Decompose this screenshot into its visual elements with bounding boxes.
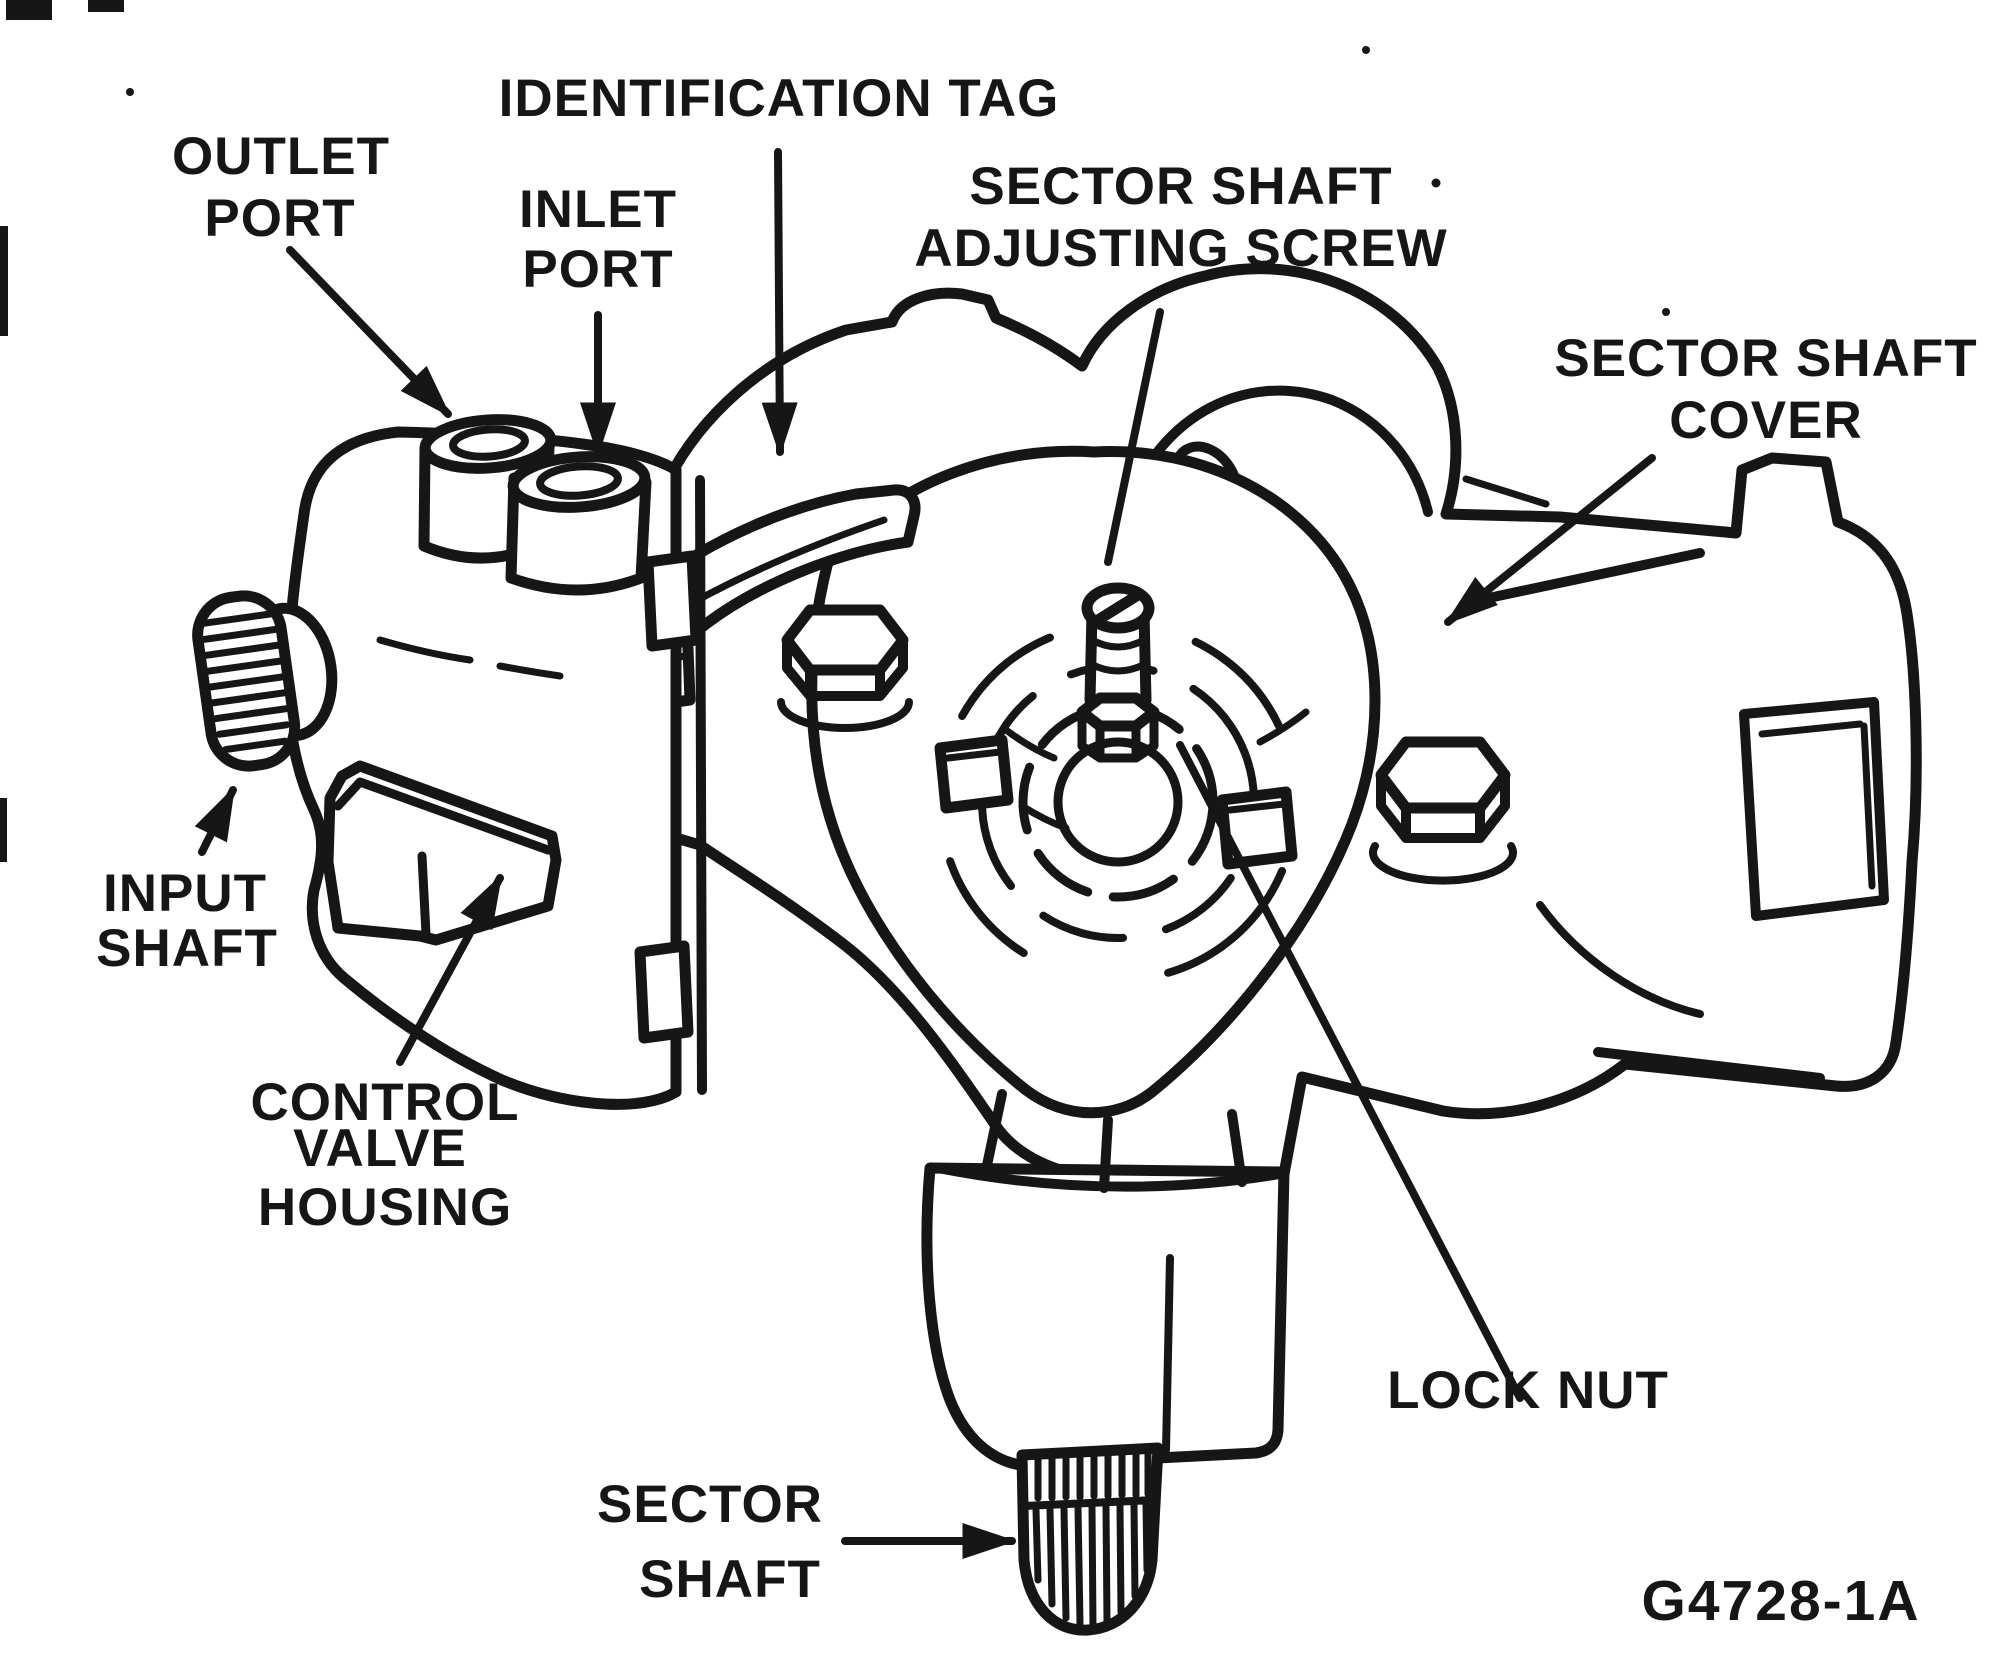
cover-shading-dashes [1002, 708, 1310, 832]
adjusting-screw-label-line2: ADJUSTING SCREW [914, 219, 1447, 278]
control-valve-housing-label-line1: CONTROL [250, 1073, 519, 1132]
inlet-port-label-line2: PORT [522, 240, 673, 299]
clamp-plate-fold-lines [333, 777, 553, 939]
tag-inner-line [690, 516, 888, 606]
neck-bottom-edge [933, 1163, 1285, 1192]
extension-recess-inner-lines [1758, 720, 1876, 890]
seam-bolt-upper [642, 550, 702, 652]
adjusting-screw-slot [1092, 589, 1144, 626]
extension-recess [1739, 697, 1889, 921]
adjusting-screw-threads [1087, 636, 1149, 675]
extension-chamfer-line [1465, 548, 1705, 607]
outlet-port-hole [449, 425, 529, 461]
sector-shaft-cover-label-line2: COVER [1669, 391, 1862, 450]
spline-hatch-upper [1034, 1447, 1152, 1502]
extension-relief-arc [1536, 901, 1704, 1018]
outlet-port-label-line2: PORT [204, 189, 355, 248]
outlet-port-label-line1: OUTLET [172, 127, 390, 186]
lock-nut-top-face [1076, 692, 1160, 732]
inlet-port-boss [505, 451, 652, 596]
identification-tag-arrow [761, 148, 798, 457]
control-valve-housing-arrow [396, 874, 504, 1066]
sector-shaft-splined-end [1016, 1442, 1164, 1636]
sector-shaft-cover-arrow [1444, 454, 1656, 626]
input-shaft-label-line1: INPUT [103, 864, 267, 923]
housing-shading-dashes [376, 636, 564, 680]
scan-artifacts [0, 0, 1670, 862]
inlet-port-hole [536, 462, 622, 500]
neck-facet-lines [981, 1089, 1247, 1193]
input-shaft-label-line2: SHAFT [96, 919, 278, 978]
cover-mid-arc [978, 662, 1258, 942]
lock-nut-sides [1077, 707, 1159, 763]
adjusting-screw-label-line1: SECTOR SHAFT [969, 157, 1392, 216]
sector-shaft-housing-cylinder [921, 1089, 1290, 1471]
cover-bolt-left-washer [777, 698, 913, 732]
housing-seam-line [695, 475, 707, 1095]
outlet-port-arrow [286, 246, 452, 418]
lock-nut-label: LOCK NUT [1387, 1361, 1669, 1420]
spline-hatch-lower [1032, 1500, 1151, 1630]
spline-band-line [1020, 1496, 1158, 1510]
inlet-port-label-line1: INLET [519, 180, 677, 239]
sector-shaft-cover-label-line1: SECTOR SHAFT [1554, 329, 1977, 388]
figure-code: G4728-1A [1642, 1569, 1921, 1633]
callout-labels: OUTLET PORT INLET PORT IDENTIFICATION TA… [96, 69, 1977, 1633]
cover-boss-ring [1053, 737, 1183, 867]
sector-shaft-label-line1: SECTOR [597, 1475, 823, 1534]
adjusting-screw-assembly [1076, 582, 1160, 763]
control-valve-housing-label-line2: VALVE [293, 1119, 467, 1178]
cover-lug-left-line [944, 748, 1004, 762]
cover-bolt-right-washer [1369, 842, 1517, 885]
input-shaft-arrow [194, 785, 237, 856]
extension-bottom-edge [1593, 1047, 1825, 1083]
cylinder-seam-line [1162, 1254, 1174, 1454]
leader-arrows [194, 148, 1656, 1559]
adjusting-screw-leader [1104, 308, 1164, 566]
identification-tag-label: IDENTIFICATION TAG [499, 69, 1060, 128]
input-shaft-knurl-hatch [200, 610, 291, 754]
sector-shaft-label-line2: SHAFT [639, 1550, 821, 1609]
seam-bolt-lower [634, 940, 694, 1044]
lock-nut-leader [1176, 741, 1524, 1402]
cover-lug-right-line [1226, 800, 1288, 814]
cover-bolt-right [1369, 736, 1517, 885]
cover-bolt-left [777, 604, 913, 732]
control-valve-housing-label-line3: HOUSING [258, 1178, 512, 1237]
input-shaft-part [192, 590, 338, 772]
